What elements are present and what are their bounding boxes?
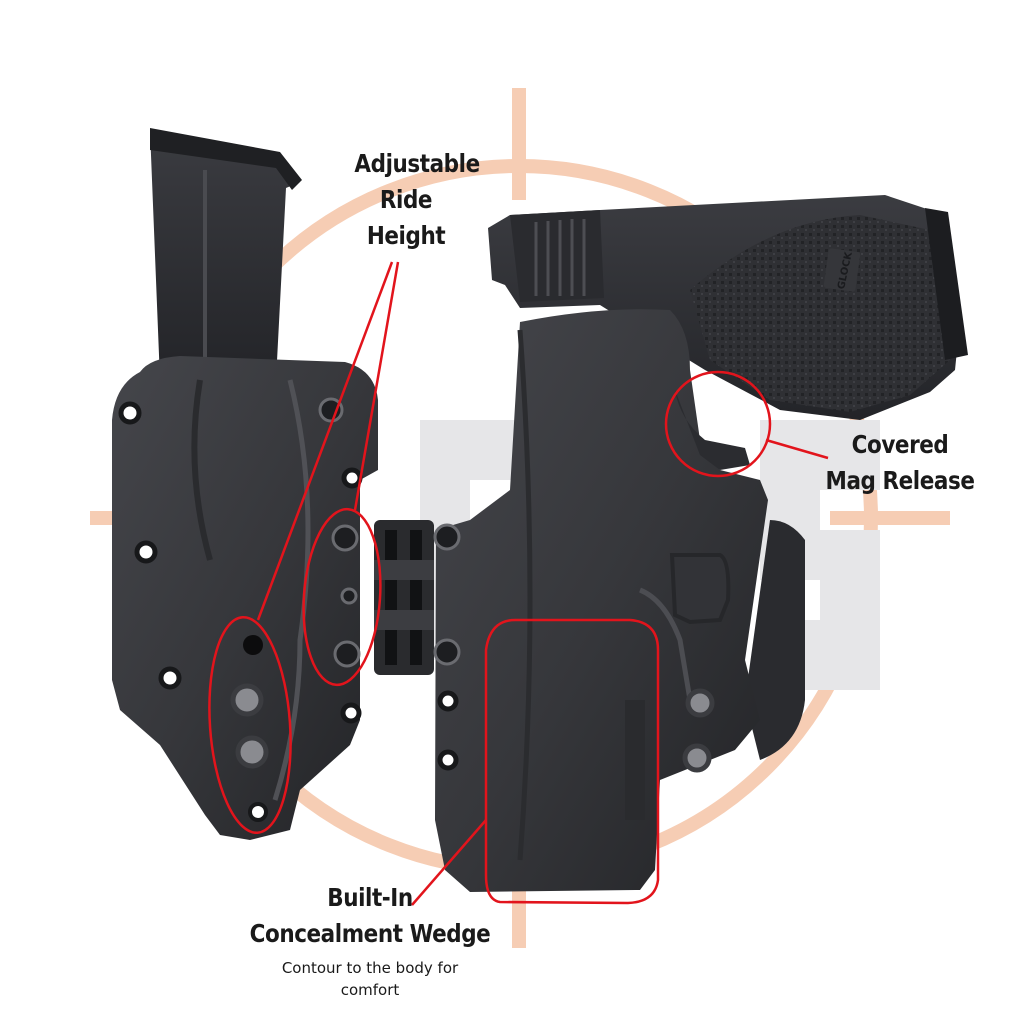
caption-line: Contour to the body for: [281, 959, 459, 977]
magazine-carrier: [112, 356, 378, 840]
callout-line: Ride: [379, 185, 433, 214]
pistol: GLOCK: [488, 195, 968, 420]
ride-height-leader: [256, 261, 394, 621]
callout-highlights: [208, 261, 829, 906]
ride-height-callout: Adjustable Ride Height: [354, 146, 480, 254]
hinge-connector: [374, 520, 434, 675]
callout-line: Height: [366, 221, 446, 250]
callout-line: Covered: [851, 430, 949, 459]
mag-release-highlight: [664, 370, 772, 478]
pistol-holster: [433, 309, 805, 892]
wedge-leader: [411, 819, 487, 906]
wedge-callout: Built-In Concealment Wedge: [241, 880, 499, 952]
callout-line: Adjustable: [354, 149, 480, 178]
callout-line: Built-In: [327, 883, 413, 912]
wedge-highlight: [484, 618, 660, 905]
callout-line: Concealment Wedge: [249, 919, 491, 948]
wedge-caption: Contour to the body for comfort: [240, 957, 500, 1001]
ride-height-highlight: [208, 615, 292, 835]
mag-release-leader: [765, 438, 829, 460]
ride-height-leader: [353, 261, 400, 511]
spare-magazine: [150, 128, 302, 380]
ride-height-highlight: [302, 507, 382, 687]
mag-release-callout: Covered Mag Release: [823, 427, 978, 499]
callout-line: Mag Release: [825, 466, 975, 495]
caption-line: comfort: [340, 981, 400, 999]
